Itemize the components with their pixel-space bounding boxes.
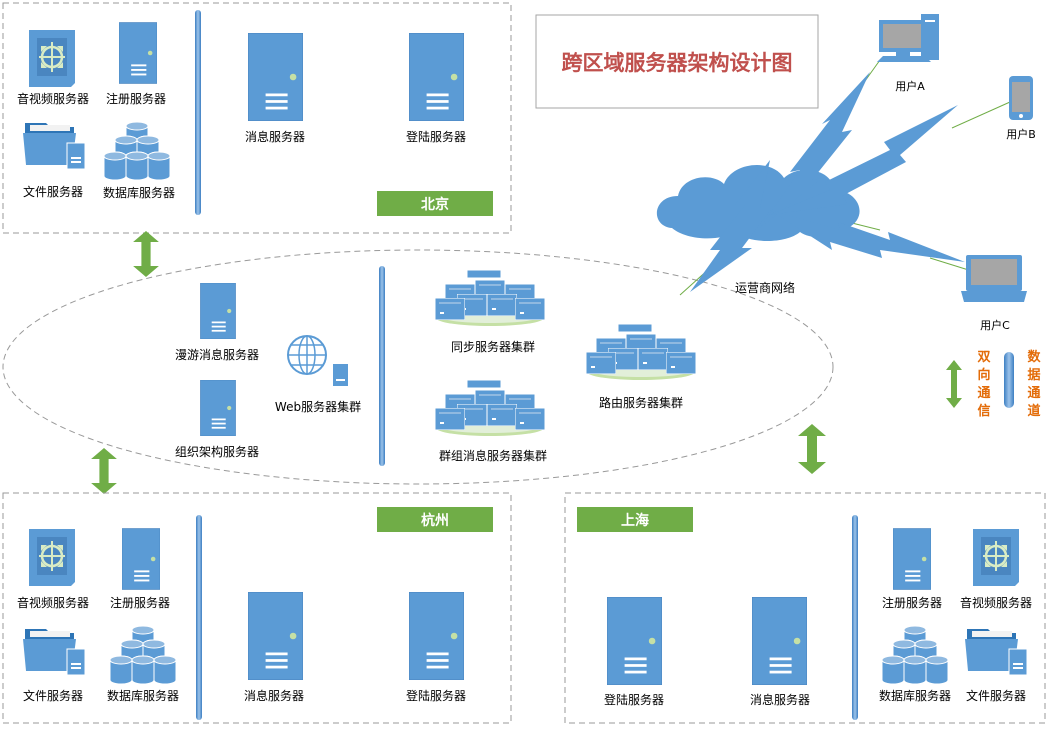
link-arrow-hangzhou — [91, 448, 117, 494]
database-server-icon — [109, 626, 177, 685]
beijing-register-label: 注册服务器 — [106, 91, 166, 106]
region-hangzhou: 杭州 音视频服务器 注册服务器 文件服务器 数据库服务器 消息服务器 登陆服务器 — [2, 492, 512, 724]
pipe-beijing — [195, 10, 201, 215]
link-arrow-shanghai — [798, 424, 826, 474]
legend-data-channel-char-4: 道 — [1027, 403, 1040, 419]
hangzhou-av-label: 音视频服务器 — [17, 595, 89, 610]
register-server-icon — [119, 22, 157, 84]
legend-bidirectional-char-3: 通 — [977, 385, 990, 401]
hangzhou-login-label: 登陆服务器 — [406, 688, 466, 703]
user-a-label: 用户A — [895, 79, 925, 93]
legend-data-channel-char-1: 数 — [1027, 349, 1041, 365]
sync-cluster-label: 同步服务器集群 — [451, 339, 535, 354]
beijing-database-label: 数据库服务器 — [103, 185, 175, 200]
region-shanghai: 上海 登陆服务器 消息服务器 注册服务器 音视频服务器 数据库服务器 文件服务器 — [564, 492, 1046, 724]
beijing-login-label: 登陆服务器 — [406, 129, 466, 144]
hangzhou-file-label: 文件服务器 — [23, 688, 83, 703]
message-server-icon — [248, 33, 303, 121]
router-cluster-icon — [586, 324, 696, 380]
shanghai-av-label: 音视频服务器 — [960, 595, 1032, 610]
group-msg-cluster-icon — [435, 380, 545, 436]
shanghai-message-label: 消息服务器 — [750, 692, 810, 707]
user-a-desktop-icon — [877, 14, 939, 62]
pipe-core — [379, 266, 385, 466]
legend: 双 向 通 信 数 据 通 道 — [946, 349, 1041, 419]
hangzhou-database-label: 数据库服务器 — [107, 688, 179, 703]
database-server-icon — [103, 122, 171, 181]
legend-data-channel: 数 据 通 道 — [1027, 349, 1041, 419]
pipe-hangzhou — [196, 515, 202, 720]
legend-bidirectional-char-2: 向 — [977, 367, 990, 383]
user-b-label: 用户B — [1006, 127, 1036, 141]
sync-cluster-icon — [435, 270, 545, 326]
beijing-message-label: 消息服务器 — [245, 129, 305, 144]
legend-arrow-icon — [946, 360, 962, 408]
region-tag-beijing — [377, 191, 493, 216]
av-server-icon — [971, 527, 1021, 587]
av-server-icon — [27, 527, 77, 587]
carrier-label: 运营商网络 — [735, 280, 795, 295]
region-tag-hangzhou — [377, 507, 493, 532]
register-server-icon — [893, 528, 931, 590]
legend-bidirectional: 双 向 通 信 — [977, 350, 990, 419]
region-tag-shanghai-label: 上海 — [621, 512, 649, 529]
title-box: 跨区域服务器架构设计图 — [535, 14, 819, 109]
group-msg-cluster-label: 群组消息服务器集群 — [439, 448, 547, 463]
beijing-av-label: 音视频服务器 — [17, 91, 89, 106]
pipe-shanghai — [852, 515, 858, 720]
login-server-icon — [409, 33, 464, 121]
hangzhou-message-label: 消息服务器 — [244, 688, 304, 703]
shanghai-database-label: 数据库服务器 — [879, 688, 951, 703]
legend-bidirectional-char-4: 信 — [977, 403, 990, 419]
region-tag-hangzhou-label: 杭州 — [421, 512, 449, 529]
core-cluster: 漫游消息服务器 组织架构服务器 Web服务器集群 同步服务器集群 群组消息服务器… — [2, 249, 834, 485]
web-cluster-label: Web服务器集群 — [275, 399, 361, 414]
shanghai-file-label: 文件服务器 — [966, 688, 1026, 703]
carrier-network: 运营商网络 — [656, 59, 1011, 296]
hangzhou-register-label: 注册服务器 — [110, 595, 170, 610]
region-beijing: 音视频服务器 注册服务器 文件服务器 数据库服务器 消息服务器 登陆服务器 北京 — [2, 2, 512, 234]
shanghai-register-label: 注册服务器 — [882, 595, 942, 610]
message-server-icon — [752, 597, 807, 685]
user-c-laptop-icon — [961, 255, 1027, 302]
diagram-title: 跨区域服务器架构设计图 — [562, 51, 793, 75]
roaming-server-icon — [200, 283, 236, 339]
web-cluster-icon — [287, 335, 348, 386]
av-server-icon — [27, 28, 77, 88]
region-tag-shanghai — [577, 507, 693, 532]
legend-data-channel-char-2: 据 — [1027, 367, 1040, 383]
legend-bidirectional-char-1: 双 — [977, 350, 990, 365]
login-server-icon — [607, 597, 662, 685]
user-b-phone-icon — [1009, 76, 1033, 120]
roaming-label: 漫游消息服务器 — [175, 347, 259, 362]
router-cluster-label: 路由服务器集群 — [599, 395, 683, 410]
link-arrow-beijing — [133, 231, 159, 277]
org-label: 组织架构服务器 — [175, 444, 259, 459]
org-server-icon — [200, 380, 236, 436]
beijing-file-label: 文件服务器 — [23, 184, 83, 199]
region-tag-beijing-label: 北京 — [421, 196, 449, 213]
file-server-icon — [964, 628, 1028, 676]
file-server-icon — [22, 628, 86, 676]
register-server-icon — [122, 528, 160, 590]
file-server-icon — [22, 122, 86, 170]
database-server-icon — [881, 626, 949, 685]
shanghai-login-label: 登陆服务器 — [604, 692, 664, 707]
legend-data-channel-char-3: 通 — [1027, 385, 1040, 401]
user-c-label: 用户C — [980, 318, 1010, 332]
legend-pipe-icon — [1004, 352, 1014, 408]
message-server-icon — [248, 592, 303, 680]
login-server-icon — [409, 592, 464, 680]
